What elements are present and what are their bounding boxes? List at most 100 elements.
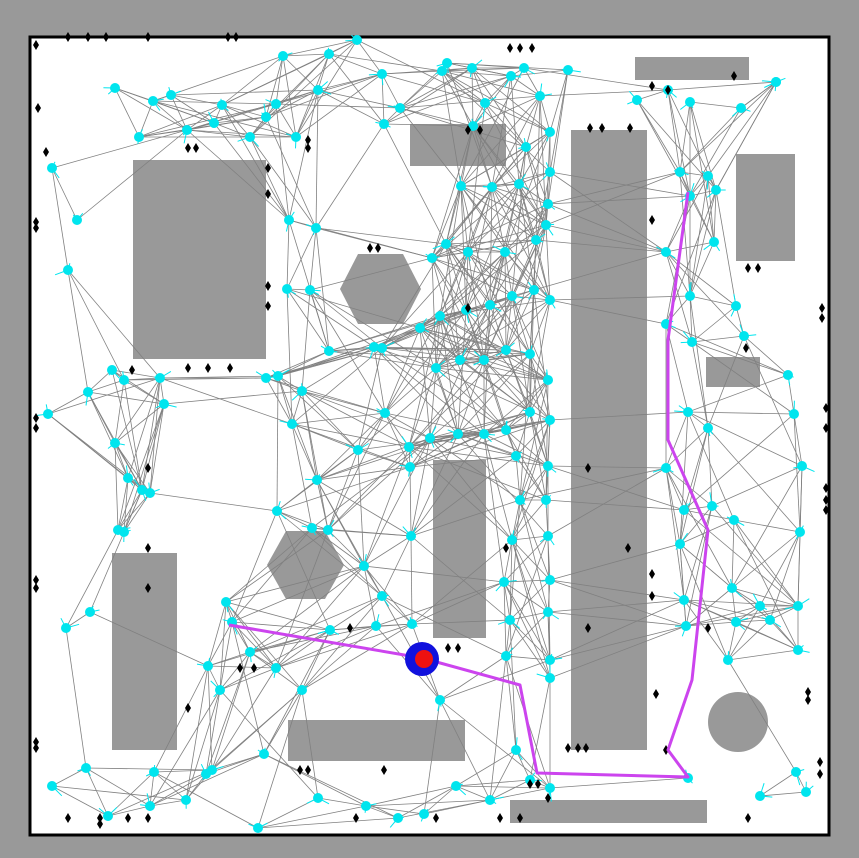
roadmap-node — [703, 423, 713, 433]
roadmap-edge — [504, 224, 547, 253]
roadmap-node — [324, 49, 334, 59]
roadmap-node — [305, 285, 315, 295]
diamond-marker — [649, 569, 655, 579]
roadmap-edge — [547, 203, 667, 253]
roadmap-node — [711, 185, 721, 195]
roadmap-edge — [277, 375, 318, 481]
roadmap-node — [61, 623, 71, 633]
roadmap-node — [479, 429, 489, 439]
roadmap-edge — [47, 377, 161, 415]
roadmap-edge — [381, 73, 486, 104]
diamond-marker — [65, 32, 71, 42]
roadmap-edge — [51, 785, 109, 817]
roadmap-edge — [489, 749, 517, 801]
roadmap-edge — [665, 251, 693, 343]
roadmap-node — [679, 595, 689, 605]
roadmap-edge — [465, 251, 469, 311]
roadmap-edge — [87, 379, 125, 393]
roadmap-edge — [114, 442, 129, 479]
diamond-marker — [819, 313, 825, 323]
roadmap-edge — [219, 601, 227, 691]
roadmap-node — [103, 811, 113, 821]
obstacle-rect-left-lower — [112, 553, 177, 750]
diamond-marker — [817, 757, 823, 767]
roadmap-edge — [679, 107, 742, 173]
roadmap-edge — [301, 390, 359, 451]
roadmap-edge — [152, 100, 215, 124]
roadmap-edge — [408, 359, 485, 448]
roadmap-edge — [170, 94, 223, 106]
roadmap-edge — [769, 531, 801, 621]
roadmap-edge — [439, 699, 551, 789]
roadmap-edge — [327, 529, 412, 537]
roadmap-edge — [529, 379, 549, 413]
diamond-marker — [527, 779, 533, 789]
roadmap-edge — [381, 595, 507, 657]
roadmap-edge — [483, 304, 491, 361]
roadmap-edge — [483, 359, 531, 413]
roadmap-edge — [547, 69, 569, 205]
roadmap-node — [217, 100, 227, 110]
roadmap-edge — [665, 467, 685, 601]
roadmap-edge — [213, 116, 267, 124]
roadmap-edge — [733, 519, 801, 533]
diamond-marker — [731, 71, 737, 81]
roadmap-edge — [511, 295, 531, 355]
roadmap-node — [259, 749, 269, 759]
roadmap-node — [427, 253, 437, 263]
roadmap-edge — [409, 437, 431, 468]
roadmap-edge — [149, 377, 161, 494]
roadmap-edge — [327, 412, 386, 531]
roadmap-edge — [707, 427, 801, 533]
roadmap-edge — [743, 335, 789, 376]
roadmap-edge — [636, 99, 681, 173]
obstacle-rect-right-upper — [736, 154, 795, 261]
diamond-marker — [665, 85, 671, 95]
roadmap-edge — [509, 579, 551, 621]
roadmap-edge — [275, 55, 284, 105]
roadmap-edge — [257, 805, 367, 829]
roadmap-edge — [365, 785, 457, 807]
roadmap-edge — [665, 467, 681, 545]
roadmap-edge — [276, 375, 279, 512]
roadmap-edge — [328, 53, 385, 125]
roadmap-edge — [419, 327, 431, 439]
diamond-marker — [497, 813, 503, 823]
roadmap-edge — [515, 749, 531, 781]
roadmap-edge — [491, 186, 537, 241]
roadmap-edge — [265, 55, 284, 118]
diamond-marker — [817, 769, 823, 779]
diamond-marker — [265, 281, 271, 291]
roadmap-edge — [381, 67, 473, 75]
roadmap-node — [278, 51, 288, 61]
roadmap-node — [379, 119, 389, 129]
roadmap-edge — [535, 95, 541, 241]
roadmap-node — [545, 655, 555, 665]
roadmap-node — [369, 342, 379, 352]
roadmap-node — [81, 763, 91, 773]
roadmap-edge — [711, 465, 803, 507]
roadmap-edge — [373, 315, 441, 348]
roadmap-node — [253, 823, 263, 833]
roadmap-node — [765, 615, 775, 625]
roadmap-edge — [213, 122, 251, 138]
roadmap-edge — [457, 359, 485, 435]
roadmap-edge — [549, 579, 685, 601]
roadmap-node — [501, 345, 511, 355]
roadmap-node — [415, 323, 425, 333]
roadmap-node — [284, 215, 294, 225]
roadmap-edge — [435, 304, 491, 369]
diamond-marker — [35, 103, 41, 113]
roadmap-node — [456, 181, 466, 191]
roadmap-edge — [731, 465, 803, 589]
diamond-marker — [347, 623, 353, 633]
roadmap-edge — [141, 403, 165, 491]
roadmap-edge — [163, 390, 303, 405]
roadmap-edge — [328, 53, 383, 75]
roadmap-node — [405, 462, 415, 472]
diamond-marker — [129, 365, 135, 375]
diamond-marker — [755, 263, 761, 273]
roadmap-node — [731, 301, 741, 311]
roadmap-edge — [511, 239, 537, 297]
roadmap-edge — [275, 625, 377, 669]
